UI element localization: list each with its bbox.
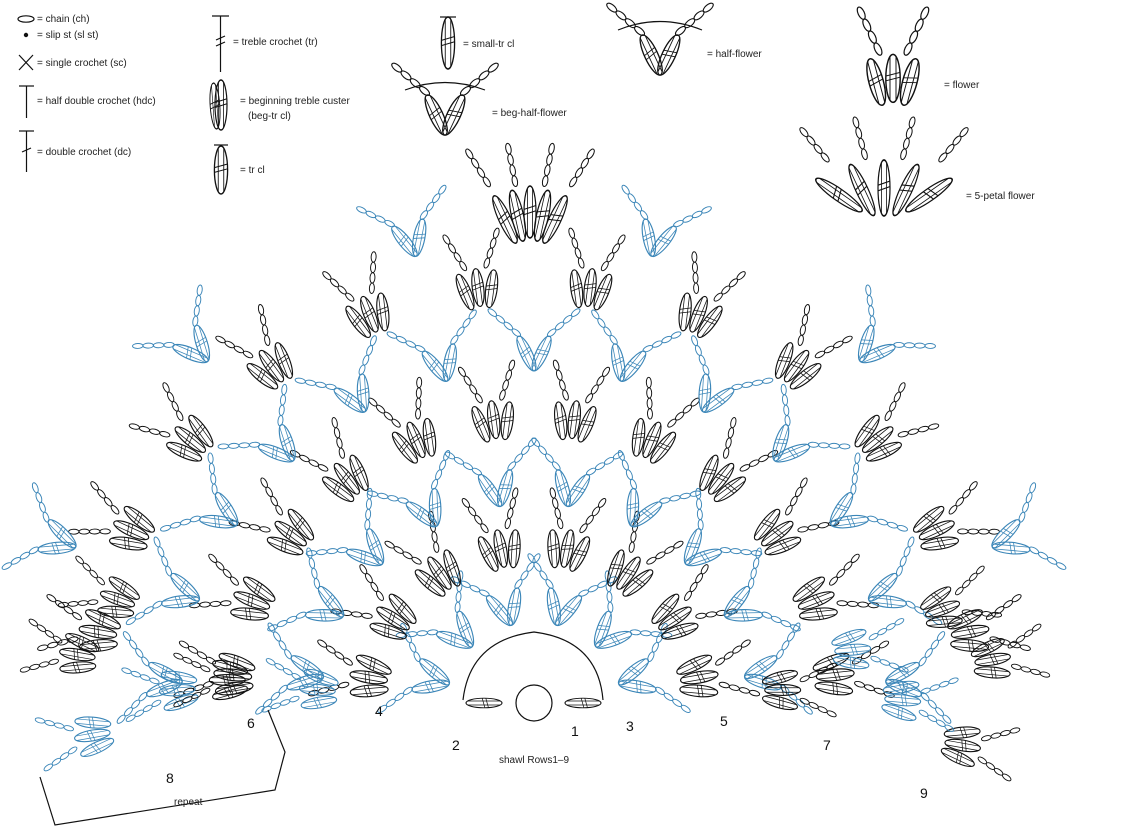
flower-motif [759, 302, 854, 402]
flower-motif [188, 552, 284, 636]
single-crochet-icon [18, 54, 34, 71]
flower-motif [449, 552, 557, 640]
tr-cl-icon [213, 144, 229, 195]
row-number-7: 7 [823, 737, 831, 753]
flower-motif [321, 250, 406, 346]
flower-motif [904, 479, 1001, 566]
legend-chain: = chain (ch) [37, 14, 90, 25]
flower-motif [974, 481, 1068, 592]
flower-motif [663, 250, 748, 346]
flower-motif [651, 486, 764, 600]
flower-motif [784, 552, 880, 636]
chart-caption: shawl Rows1–9 [499, 755, 569, 766]
flower-motif [913, 564, 1003, 643]
legend-dc: = double crochet (dc) [37, 147, 131, 158]
flower-motif [880, 630, 952, 729]
flower-motif [0, 481, 94, 592]
flower-motif [937, 714, 1021, 782]
flower-motif [487, 307, 582, 373]
top-five-petal-flower [464, 143, 596, 247]
legend-flower: = flower [944, 80, 980, 91]
legend-beg-tr-cl-1: = beginning treble custer [240, 96, 350, 107]
flower-motif [444, 436, 548, 516]
row-number-2: 2 [452, 737, 460, 753]
flower-motif [329, 562, 428, 655]
legend-small-tr-cl: = small-tr cl [463, 39, 514, 50]
legend-five-petal-flower: = 5-petal flower [966, 191, 1035, 202]
flower-motif [616, 375, 702, 472]
flower-motif [158, 451, 264, 566]
legend-beg-half-flower: = beg-half-flower [492, 108, 567, 119]
slip-st-icon [23, 32, 29, 38]
beg-tr-cl-icon [207, 79, 228, 131]
row-number-5: 5 [720, 713, 728, 729]
flower-motif [702, 546, 803, 660]
flower-motif [457, 359, 526, 446]
flower-icon [856, 6, 931, 107]
flower-motif [34, 704, 118, 772]
flower-motif [254, 621, 332, 724]
hdc-icon [19, 85, 34, 118]
flower-motif [510, 552, 618, 640]
dc-icon [19, 130, 34, 172]
beg-half-flower-icon [390, 62, 499, 138]
center-foundation [462, 631, 604, 722]
flower-motif [19, 617, 103, 685]
flower-motif [366, 375, 452, 472]
flower-motif [293, 333, 408, 436]
legend-tr-cl: = tr cl [240, 165, 265, 176]
flower-motif [304, 486, 417, 600]
five-petal-flower-icon [798, 116, 969, 219]
small-tr-cl-icon [440, 16, 456, 70]
flower-motif [521, 436, 625, 516]
flower-motif [575, 308, 683, 395]
flower-motif [542, 359, 611, 446]
flower-motif [216, 382, 330, 495]
flower-motif [124, 535, 216, 645]
chain-icon [17, 15, 35, 23]
flower-motif [829, 617, 909, 679]
flower-motif [841, 380, 940, 476]
treble-icon [212, 15, 229, 72]
row-number-8: 8 [166, 770, 174, 786]
flower-motif [558, 227, 627, 314]
flower-motif [288, 415, 384, 515]
legend-treble: = treble crochet (tr) [233, 37, 318, 48]
shawl-chart-body [0, 143, 1068, 783]
flower-motif [852, 535, 944, 645]
flower-motif [640, 562, 739, 655]
flower-motif [265, 546, 366, 660]
row-numbers: 1 2 3 4 5 6 7 8 9 [166, 703, 928, 801]
flower-motif [738, 382, 852, 495]
repeat-bracket: repeat [39, 709, 286, 826]
flower-motif [130, 283, 244, 395]
row-number-1: 1 [571, 723, 579, 739]
flower-motif [214, 302, 309, 402]
row-number-3: 3 [626, 718, 634, 734]
flower-motif [824, 283, 938, 395]
legend-half-flower: = half-flower [707, 49, 762, 60]
legend: = chain (ch) = slip st (sl st) = single … [17, 2, 1035, 219]
row-number-9: 9 [920, 785, 928, 801]
flower-motif [441, 227, 510, 314]
legend-single-crochet: = single crochet (sc) [37, 58, 127, 69]
flower-motif [67, 479, 164, 566]
repeat-label: repeat [174, 797, 203, 808]
flower-motif [57, 554, 147, 633]
flower-motif [261, 657, 341, 719]
row-number-4: 4 [375, 703, 383, 719]
flower-motif [385, 308, 493, 395]
legend-slip-st: = slip st (sl st) [37, 30, 98, 41]
row-number-6: 6 [247, 715, 255, 731]
flower-motif [36, 593, 125, 665]
half-flower-icon [605, 2, 714, 78]
legend-beg-tr-cl-2: (beg-tr cl) [248, 111, 291, 122]
flower-motif [684, 415, 780, 515]
flower-motif [661, 333, 776, 436]
flower-motif [803, 451, 909, 566]
legend-hdc: = half double crochet (hdc) [37, 96, 156, 107]
flower-motif [127, 380, 226, 476]
